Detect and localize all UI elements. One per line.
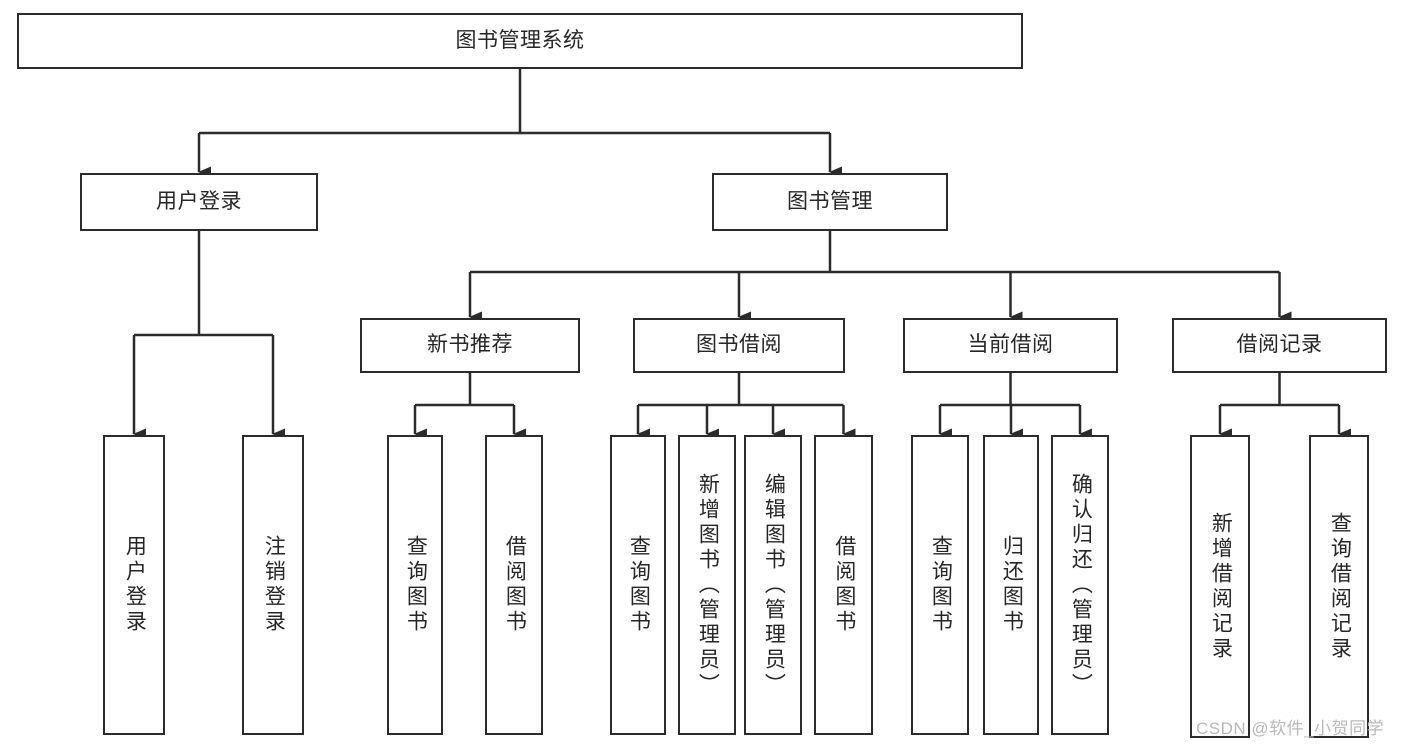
node-leaf-confirm-return-admin[interactable]: 确认归还（管理员） <box>1051 435 1109 735</box>
node-leaf-user-login[interactable]: 用户登录 <box>103 435 165 735</box>
node-leaf-add-borrow-record[interactable]: 新增借阅记录 <box>1190 435 1250 738</box>
node-label-user-login: 用户登录 <box>156 189 242 213</box>
node-new-book-recommend[interactable]: 新书推荐 <box>360 318 580 373</box>
node-label-leaf-add-book-admin: 新增图书（管理员） <box>696 472 720 698</box>
csdn-watermark: CSDN @软件_小贺同学 <box>1196 719 1385 738</box>
node-leaf-add-book-admin[interactable]: 新增图书（管理员） <box>678 435 736 735</box>
node-label-leaf-borrow-books: 借阅图书 <box>832 535 856 635</box>
node-borrow-records[interactable]: 借阅记录 <box>1172 318 1387 373</box>
node-label-leaf-query-books-borrow: 查询图书 <box>627 535 651 635</box>
node-label-leaf-query-books-current: 查询图书 <box>929 535 953 635</box>
node-current-borrow[interactable]: 当前借阅 <box>903 318 1118 373</box>
node-leaf-edit-book-admin[interactable]: 编辑图书（管理员） <box>744 435 802 735</box>
node-label-current-borrow: 当前借阅 <box>967 333 1054 357</box>
edge-group <box>132 69 1351 440</box>
node-leaf-query-books-recommend[interactable]: 查询图书 <box>387 435 443 735</box>
node-book-management[interactable]: 图书管理 <box>712 173 948 231</box>
node-label-book-borrow: 图书借阅 <box>696 333 782 357</box>
node-root[interactable]: 图书管理系统 <box>17 13 1023 69</box>
node-label-leaf-edit-book-admin: 编辑图书（管理员） <box>762 472 786 698</box>
node-label-book-management: 图书管理 <box>787 189 873 213</box>
node-label-new-book-recommend: 新书推荐 <box>427 333 513 357</box>
node-label-leaf-add-borrow-record: 新增借阅记录 <box>1209 511 1233 662</box>
node-leaf-borrow-books[interactable]: 借阅图书 <box>814 435 873 735</box>
node-label-leaf-logout: 注销登录 <box>262 535 286 635</box>
node-label-leaf-query-books-recommend: 查询图书 <box>404 535 428 635</box>
node-label-leaf-confirm-return-admin: 确认归还（管理员） <box>1069 472 1093 698</box>
node-label-borrow-records: 借阅记录 <box>1236 333 1323 357</box>
node-user-login[interactable]: 用户登录 <box>80 173 318 231</box>
node-label-root: 图书管理系统 <box>455 28 585 52</box>
node-label-leaf-query-borrow-record: 查询借阅记录 <box>1328 511 1352 662</box>
node-leaf-logout[interactable]: 注销登录 <box>242 435 304 735</box>
node-leaf-query-borrow-record[interactable]: 查询借阅记录 <box>1309 435 1369 738</box>
node-leaf-query-books-borrow[interactable]: 查询图书 <box>610 435 666 735</box>
node-book-borrow[interactable]: 图书借阅 <box>633 318 845 373</box>
node-label-leaf-return-books: 归还图书 <box>1000 535 1024 635</box>
node-leaf-query-books-current[interactable]: 查询图书 <box>911 435 969 735</box>
node-leaf-borrow-books-recommend[interactable]: 借阅图书 <box>485 435 543 735</box>
node-label-leaf-user-login: 用户登录 <box>123 535 147 635</box>
node-label-leaf-borrow-books-recommend: 借阅图书 <box>503 535 527 635</box>
node-leaf-return-books[interactable]: 归还图书 <box>983 435 1039 735</box>
